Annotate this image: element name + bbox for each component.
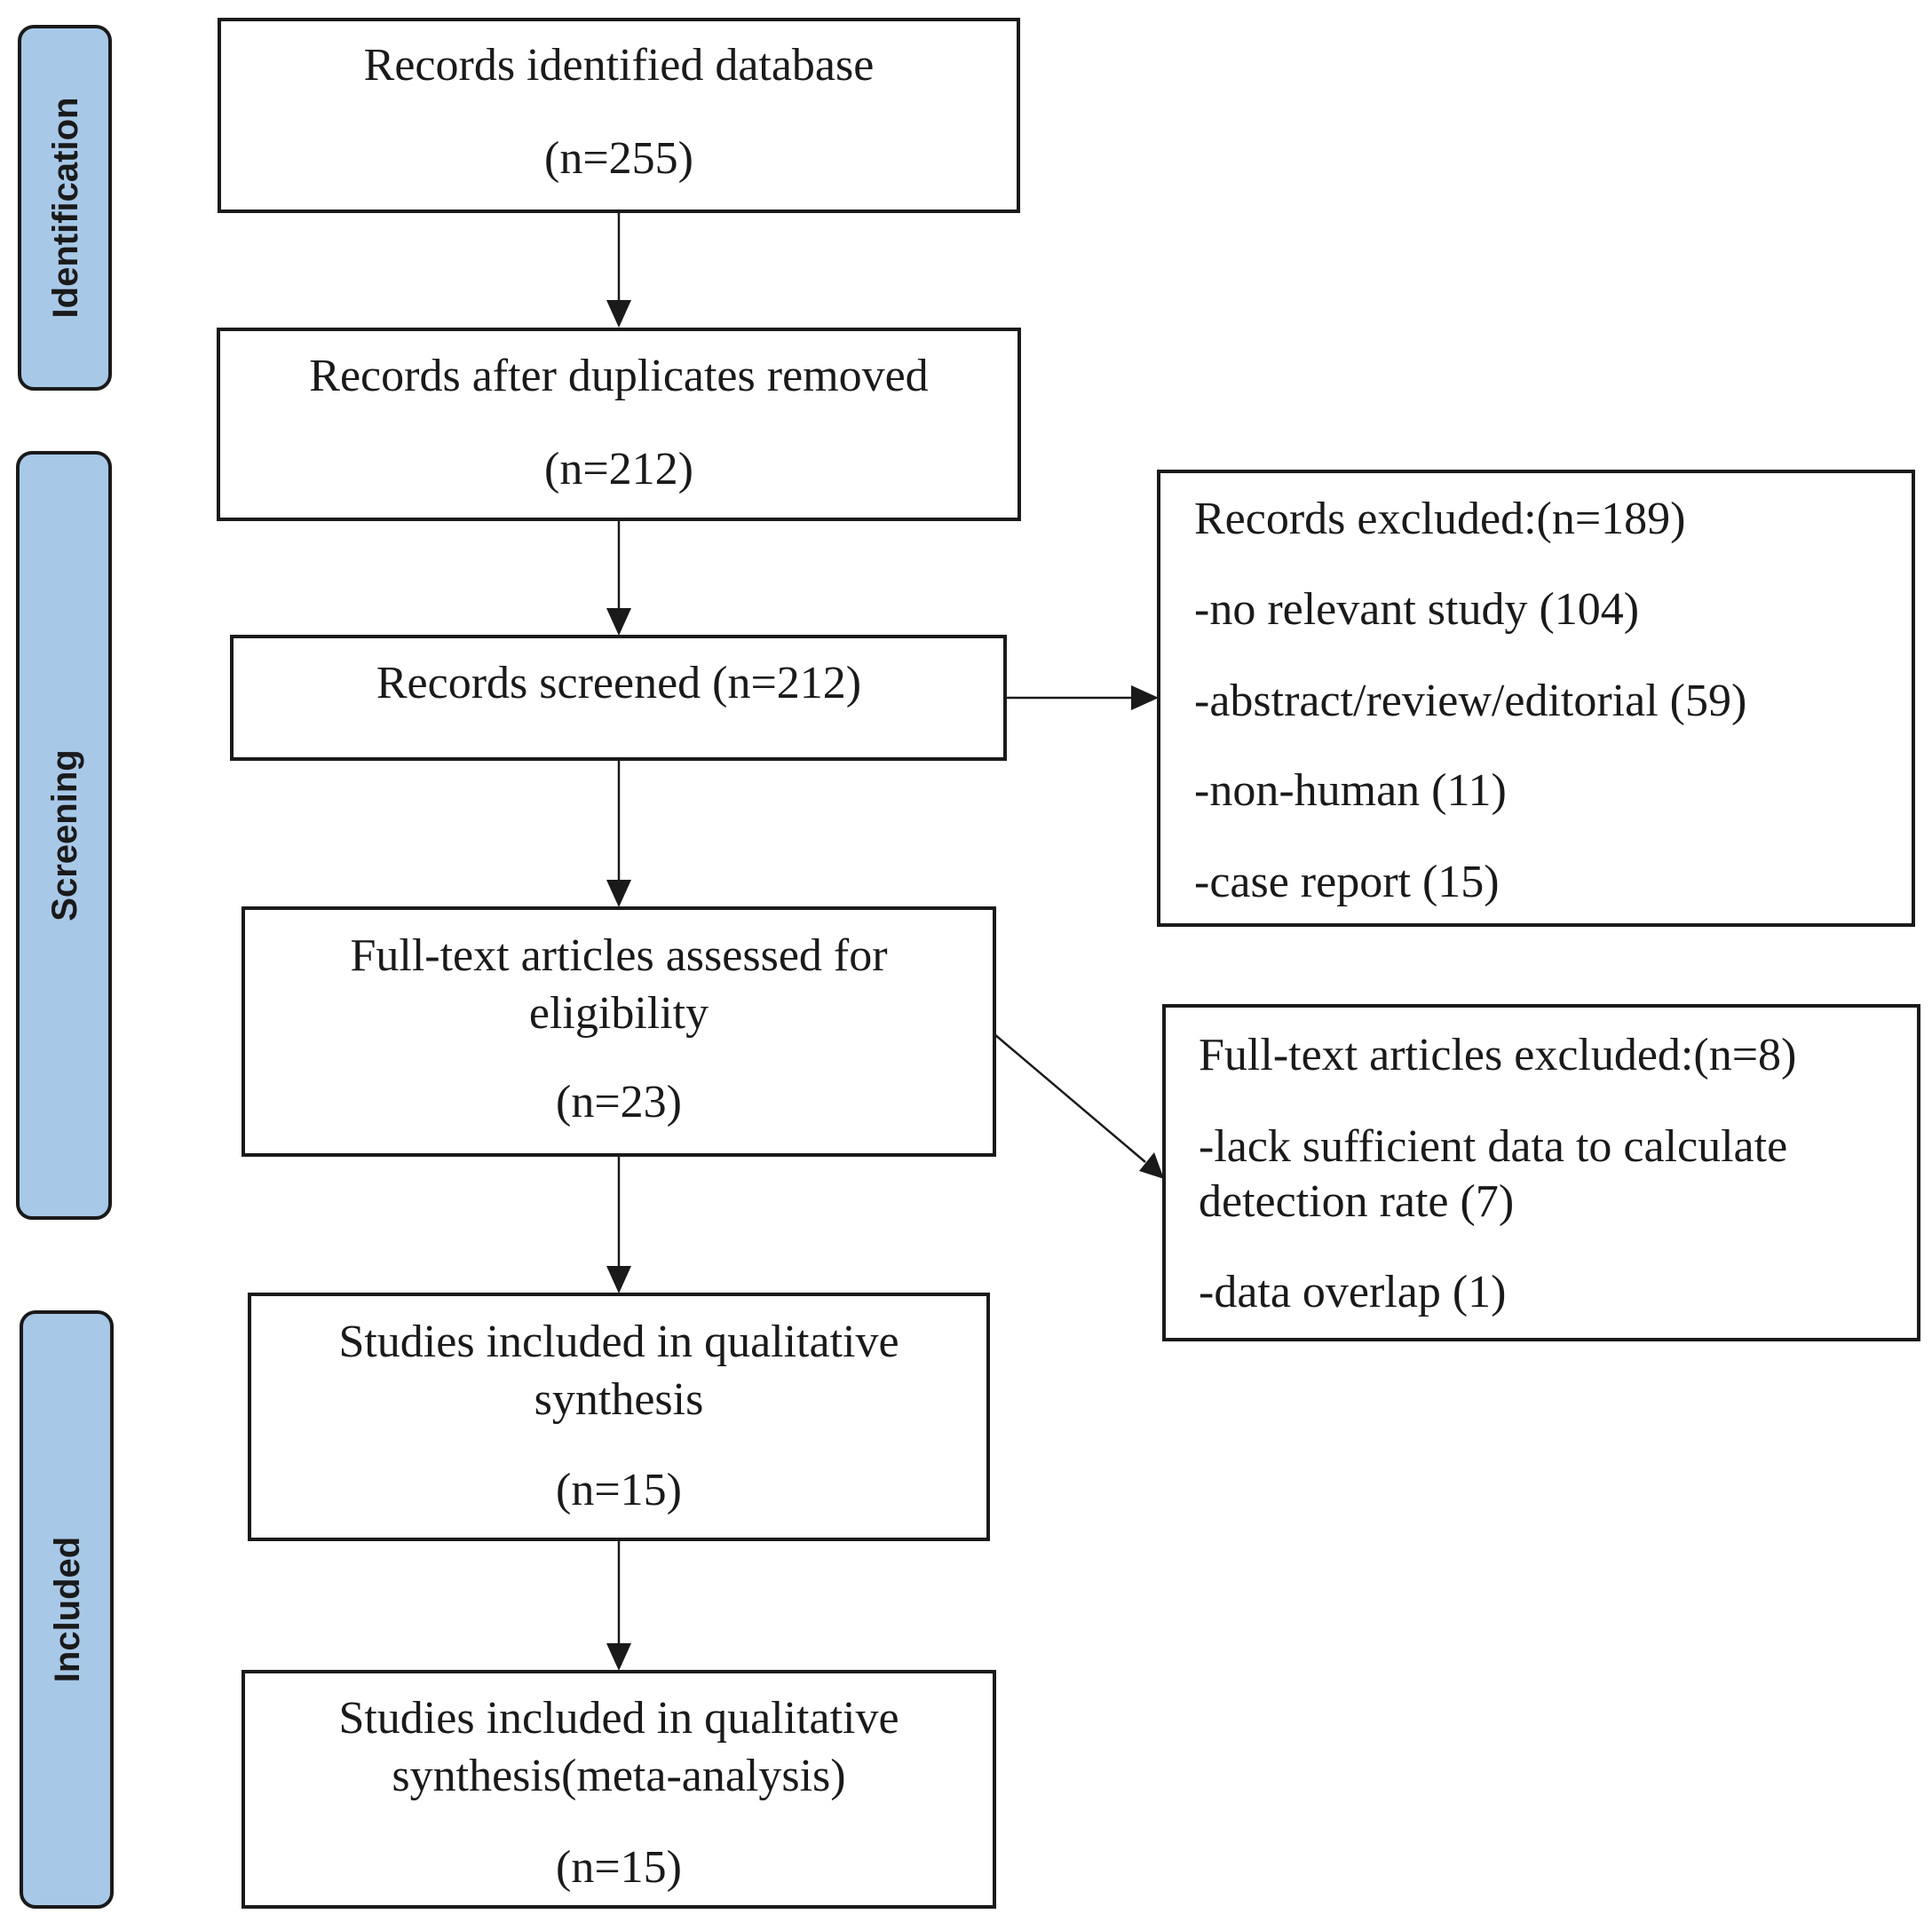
box-qualitative-synthesis-line1: Studies included in qualitative: [338, 1317, 899, 1367]
arrow-duplicates-to-screened: [606, 519, 631, 636]
box-full-text-assessed-line2: eligibility: [529, 988, 709, 1039]
box-records-screened: Records screened (n=212): [230, 635, 1007, 761]
box-meta-analysis-line1: Studies included in qualitative: [338, 1693, 899, 1744]
box-meta-analysis: Studies included in qualitative synthesi…: [242, 1670, 996, 1909]
box-qualitative-synthesis-line2: synthesis: [534, 1374, 704, 1425]
connectors: [606, 211, 1164, 1671]
box-qualitative-synthesis: Studies included in qualitative synthesi…: [248, 1293, 990, 1541]
arrow-fulltext-to-qualitative: [606, 1155, 631, 1293]
box-meta-analysis-count: (n=15): [556, 1842, 682, 1893]
box-records-excluded: Records excluded:(n=189) -no relevant st…: [1157, 470, 1915, 927]
arrow-fulltext-to-excluded: [994, 1033, 1164, 1179]
records-excluded-item: -no relevant study (104): [1194, 584, 1639, 635]
fulltext-excluded-item2: -data overlap (1): [1199, 1267, 1506, 1317]
box-records-identified: Records identified database (n=255): [218, 18, 1020, 213]
fulltext-excluded-item1-line2: detection rate (7): [1199, 1176, 1514, 1227]
phase-identification: Identification: [18, 25, 112, 391]
arrow-screened-to-fulltext: [606, 759, 631, 907]
phase-screening: Screening: [16, 451, 112, 1220]
box-full-text-assessed: Full-text articles assessed for eligibil…: [242, 906, 996, 1157]
box-full-text-assessed-line1: Full-text articles assessed for: [350, 930, 887, 981]
box-records-identified-title: Records identified database: [364, 40, 875, 91]
records-excluded-item: -case report (15): [1194, 857, 1500, 907]
box-qualitative-synthesis-count: (n=15): [556, 1465, 682, 1515]
box-meta-analysis-line2: synthesis(meta-analysis): [392, 1751, 845, 1801]
arrow-screened-to-excluded: [1005, 685, 1159, 710]
box-records-identified-count: (n=255): [544, 133, 693, 184]
phase-included: Included: [20, 1310, 114, 1909]
box-fulltext-excluded: Full-text articles excluded:(n=8) -lack …: [1162, 1004, 1920, 1341]
records-excluded-item: -non-human (11): [1194, 765, 1507, 816]
fulltext-excluded-item1-line1: -lack sufficient data to calculate: [1199, 1121, 1787, 1172]
phase-identification-label: Identification: [46, 98, 85, 319]
arrow-qualitative-to-meta: [606, 1539, 631, 1671]
fulltext-excluded-title: Full-text articles excluded:(n=8): [1199, 1030, 1796, 1080]
box-after-duplicates: Records after duplicates removed (n=212): [217, 328, 1021, 521]
phase-screening-label: Screening: [45, 749, 84, 921]
box-full-text-assessed-count: (n=23): [556, 1077, 682, 1127]
box-after-duplicates-count: (n=212): [544, 444, 693, 494]
box-records-screened-title: Records screened (n=212): [376, 658, 861, 708]
records-excluded-item: -abstract/review/editorial (59): [1194, 676, 1746, 726]
box-after-duplicates-title: Records after duplicates removed: [309, 351, 928, 401]
records-excluded-title: Records excluded:(n=189): [1194, 494, 1686, 544]
arrow-identified-to-duplicates: [606, 211, 631, 328]
phase-included-label: Included: [48, 1537, 87, 1682]
